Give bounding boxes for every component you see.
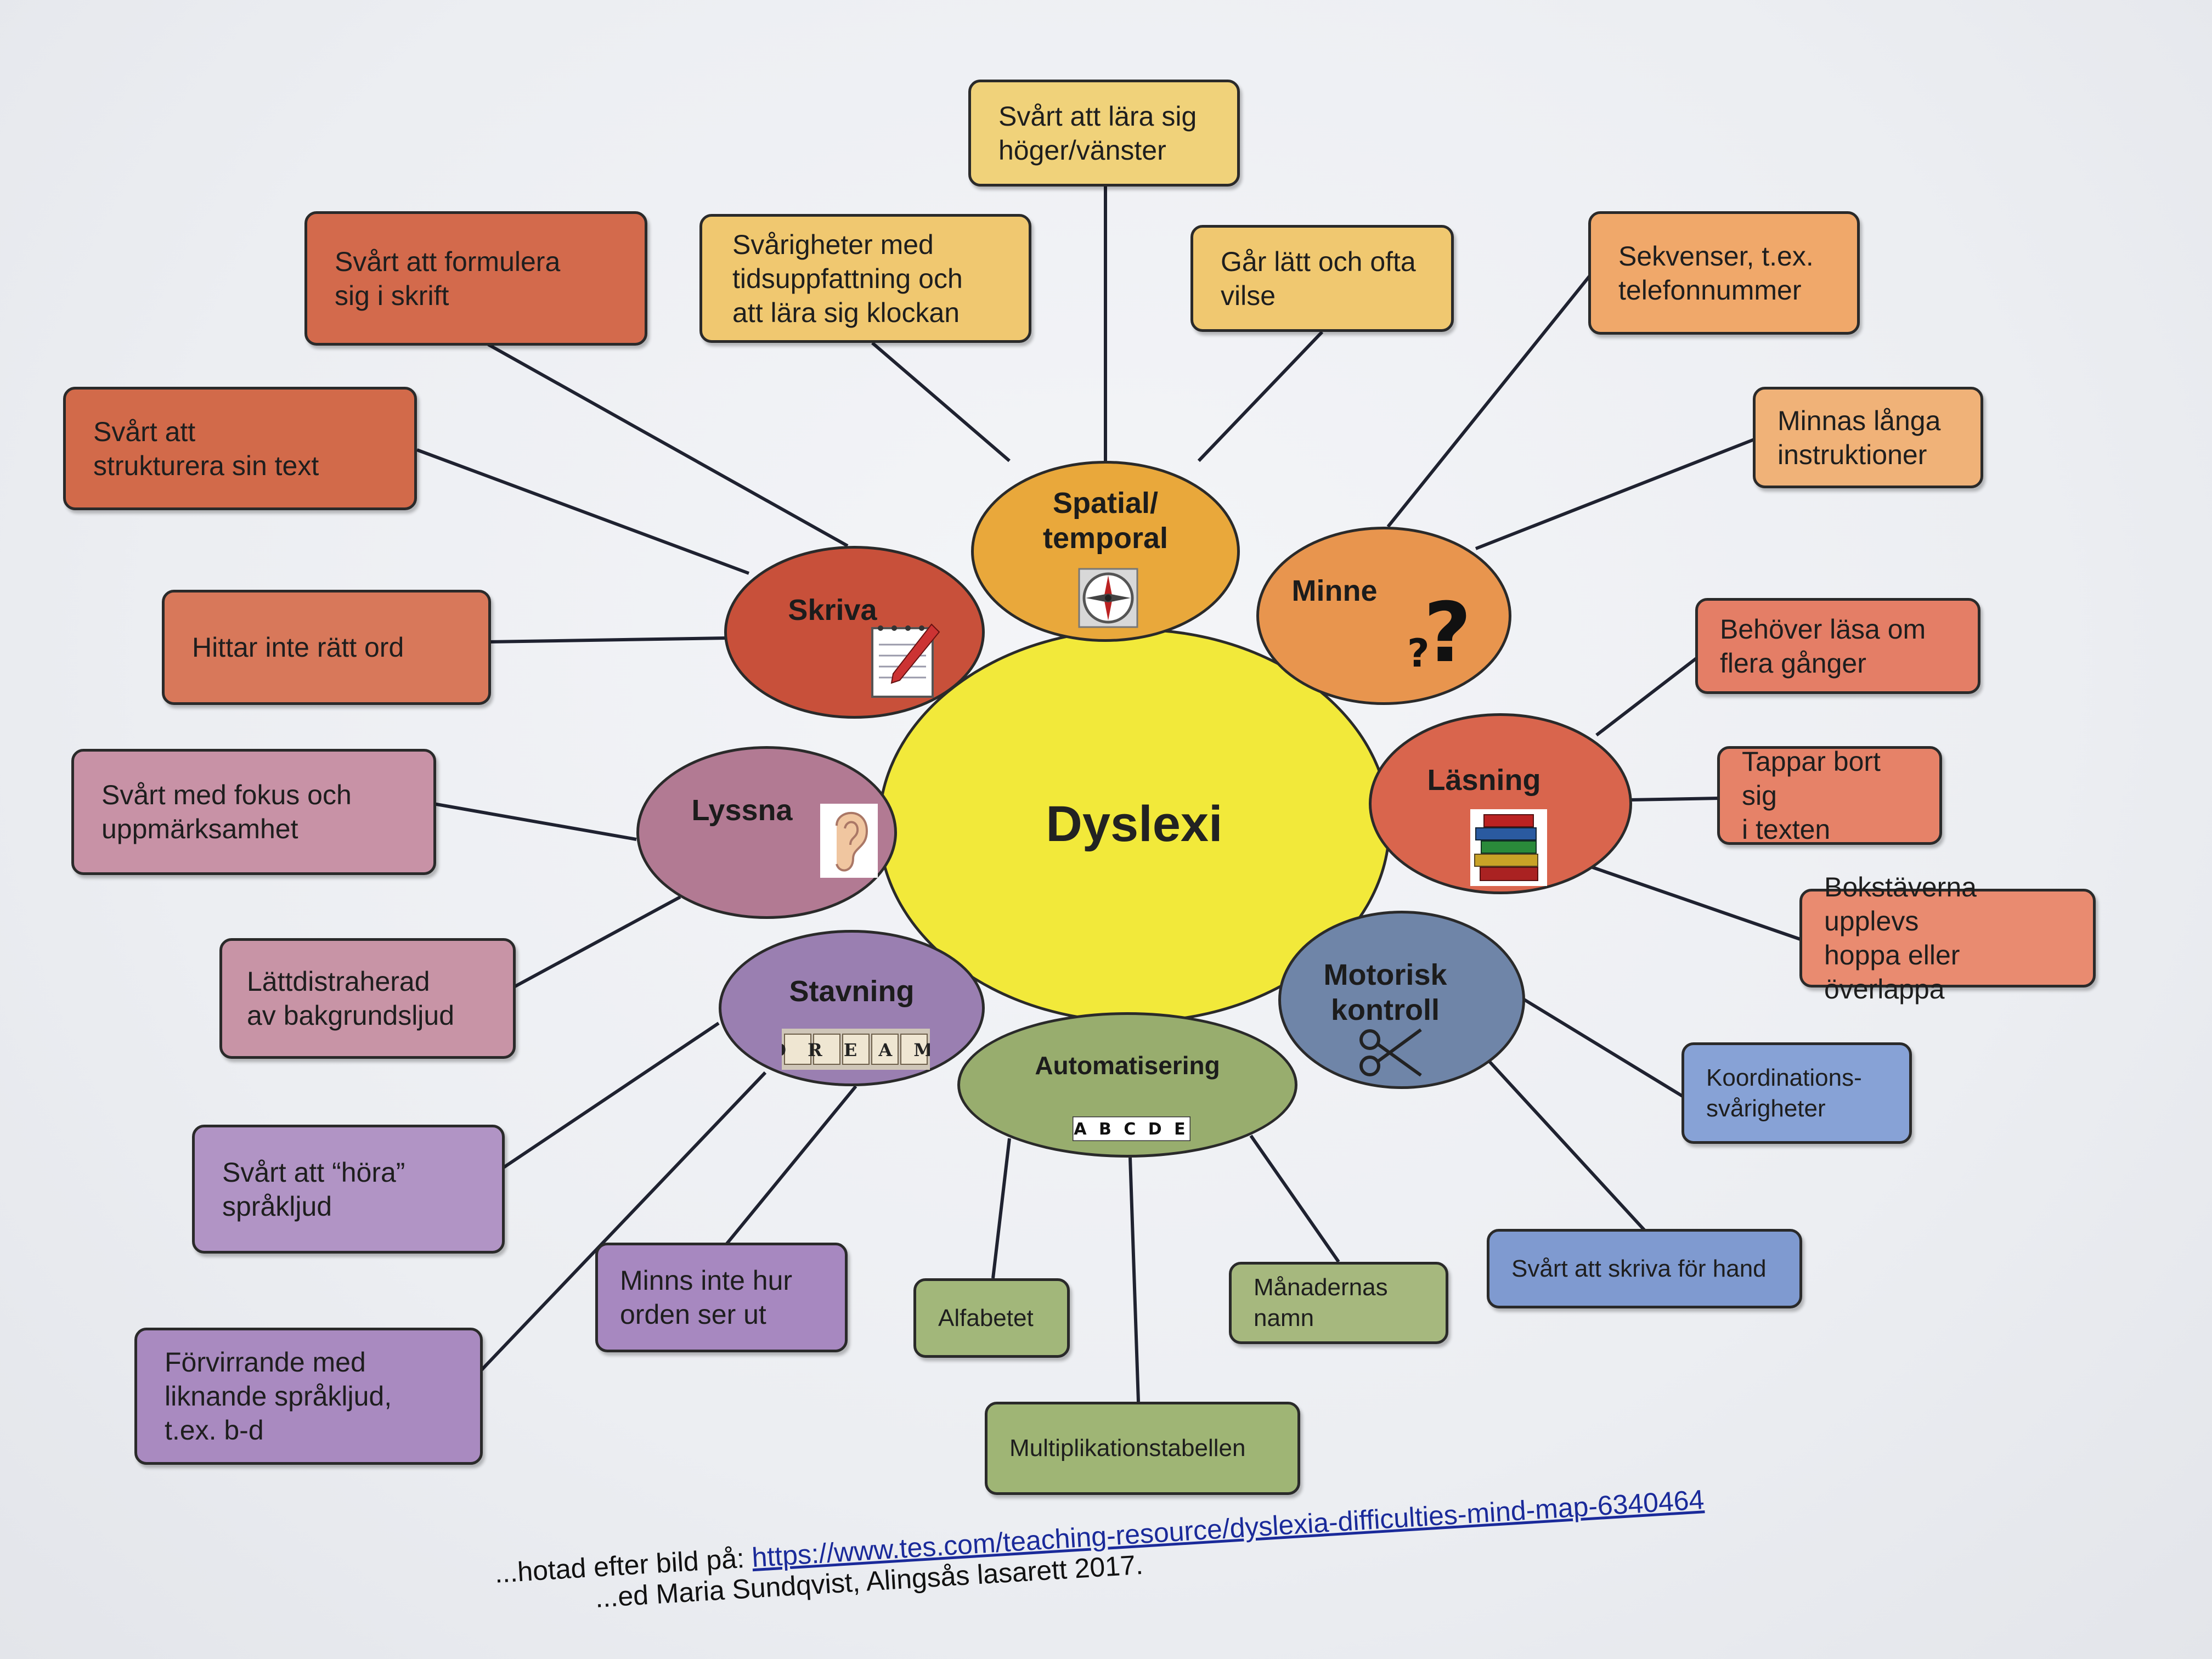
category-spatial-temporal[interactable]: Spatial/ temporal: [971, 461, 1240, 642]
box-vilse: Går lätt och ofta vilse: [1190, 225, 1454, 332]
category-label: Spatial/ temporal: [1042, 487, 1169, 555]
category-automatisering[interactable]: Automatisering A B C D E: [957, 1012, 1297, 1158]
svg-text:?: ?: [1407, 631, 1430, 672]
category-label: Stavning: [789, 975, 915, 1008]
category-label: Skriva: [788, 594, 877, 627]
abc-tiles-icon: A B C D E: [1073, 1116, 1190, 1141]
box-multiplikation: Multiplikationstabellen: [985, 1402, 1300, 1495]
box-formulera: Svårt att formulera sig i skrift: [304, 211, 647, 346]
box-fokus: Svårt med fokus och uppmärksamhet: [71, 749, 436, 875]
box-forvirrande: Förvirrande med liknande språkljud, t.ex…: [134, 1328, 483, 1465]
category-lyssna[interactable]: Lyssna: [636, 746, 897, 919]
box-instruktioner: Minnas långa instruktioner: [1753, 387, 1983, 488]
notepad-pencil-icon: [861, 620, 944, 702]
box-bakgrundsljud: Lättdistraherad av bakgrundsljud: [219, 938, 516, 1059]
box-koordination: Koordinations- svårigheter: [1681, 1042, 1912, 1144]
box-tidsuppfattning: Svårigheter med tidsuppfattning och att …: [699, 214, 1031, 343]
box-sekvenser: Sekvenser, t.ex. telefonnummer: [1588, 211, 1860, 335]
center-title: Dyslexi: [1046, 796, 1223, 852]
category-skriva[interactable]: Skriva: [724, 546, 985, 719]
category-stavning[interactable]: Stavning D R E A M: [719, 930, 985, 1086]
compass-icon: [1078, 568, 1138, 628]
box-hoppa: Bokstäverna upplevs hoppa eller överlapp…: [1799, 872, 2096, 1005]
box-hoger-vanster: Svårt att lära sig höger/vänster: [968, 80, 1240, 187]
category-label: Minne: [1291, 574, 1378, 607]
category-lasning[interactable]: Läsning: [1369, 713, 1632, 894]
ear-icon: [820, 804, 878, 878]
books-icon: [1470, 809, 1547, 886]
category-minne[interactable]: Minne ? ?: [1256, 527, 1511, 705]
svg-text:?: ?: [1424, 590, 1471, 672]
category-label: Läsning: [1427, 764, 1541, 797]
box-minns-ord: Minns inte hur orden ser ut: [595, 1243, 848, 1352]
box-lasa-om: Behöver läsa om flera gånger: [1695, 598, 1980, 694]
scissors-icon: [1358, 1023, 1424, 1084]
category-motorisk-kontroll[interactable]: Motorisk kontroll: [1278, 911, 1525, 1089]
box-manadernas: Månadernas namn: [1229, 1262, 1448, 1344]
box-tappar-bort: Tappar bort sig i texten: [1717, 746, 1942, 845]
scrabble-tiles-icon: D R E A M: [782, 1029, 930, 1070]
question-marks-icon: ? ?: [1402, 590, 1484, 672]
box-ratt-ord: Hittar inte rätt ord: [162, 590, 491, 705]
scrabble-text: D R E A M: [782, 1040, 930, 1060]
category-label: Motorisk kontroll: [1323, 958, 1447, 1026]
category-label: Lyssna: [691, 794, 793, 827]
box-alfabetet: Alfabetet: [913, 1278, 1070, 1358]
abc-text: A B C D E: [1074, 1120, 1188, 1139]
box-hora: Svårt att “höra” språkljud: [192, 1125, 505, 1254]
category-label: Automatisering: [1035, 1051, 1220, 1080]
box-strukturera: Svårt att strukturera sin text: [63, 387, 417, 510]
box-skriva-hand: Svårt att skriva för hand: [1487, 1229, 1802, 1308]
